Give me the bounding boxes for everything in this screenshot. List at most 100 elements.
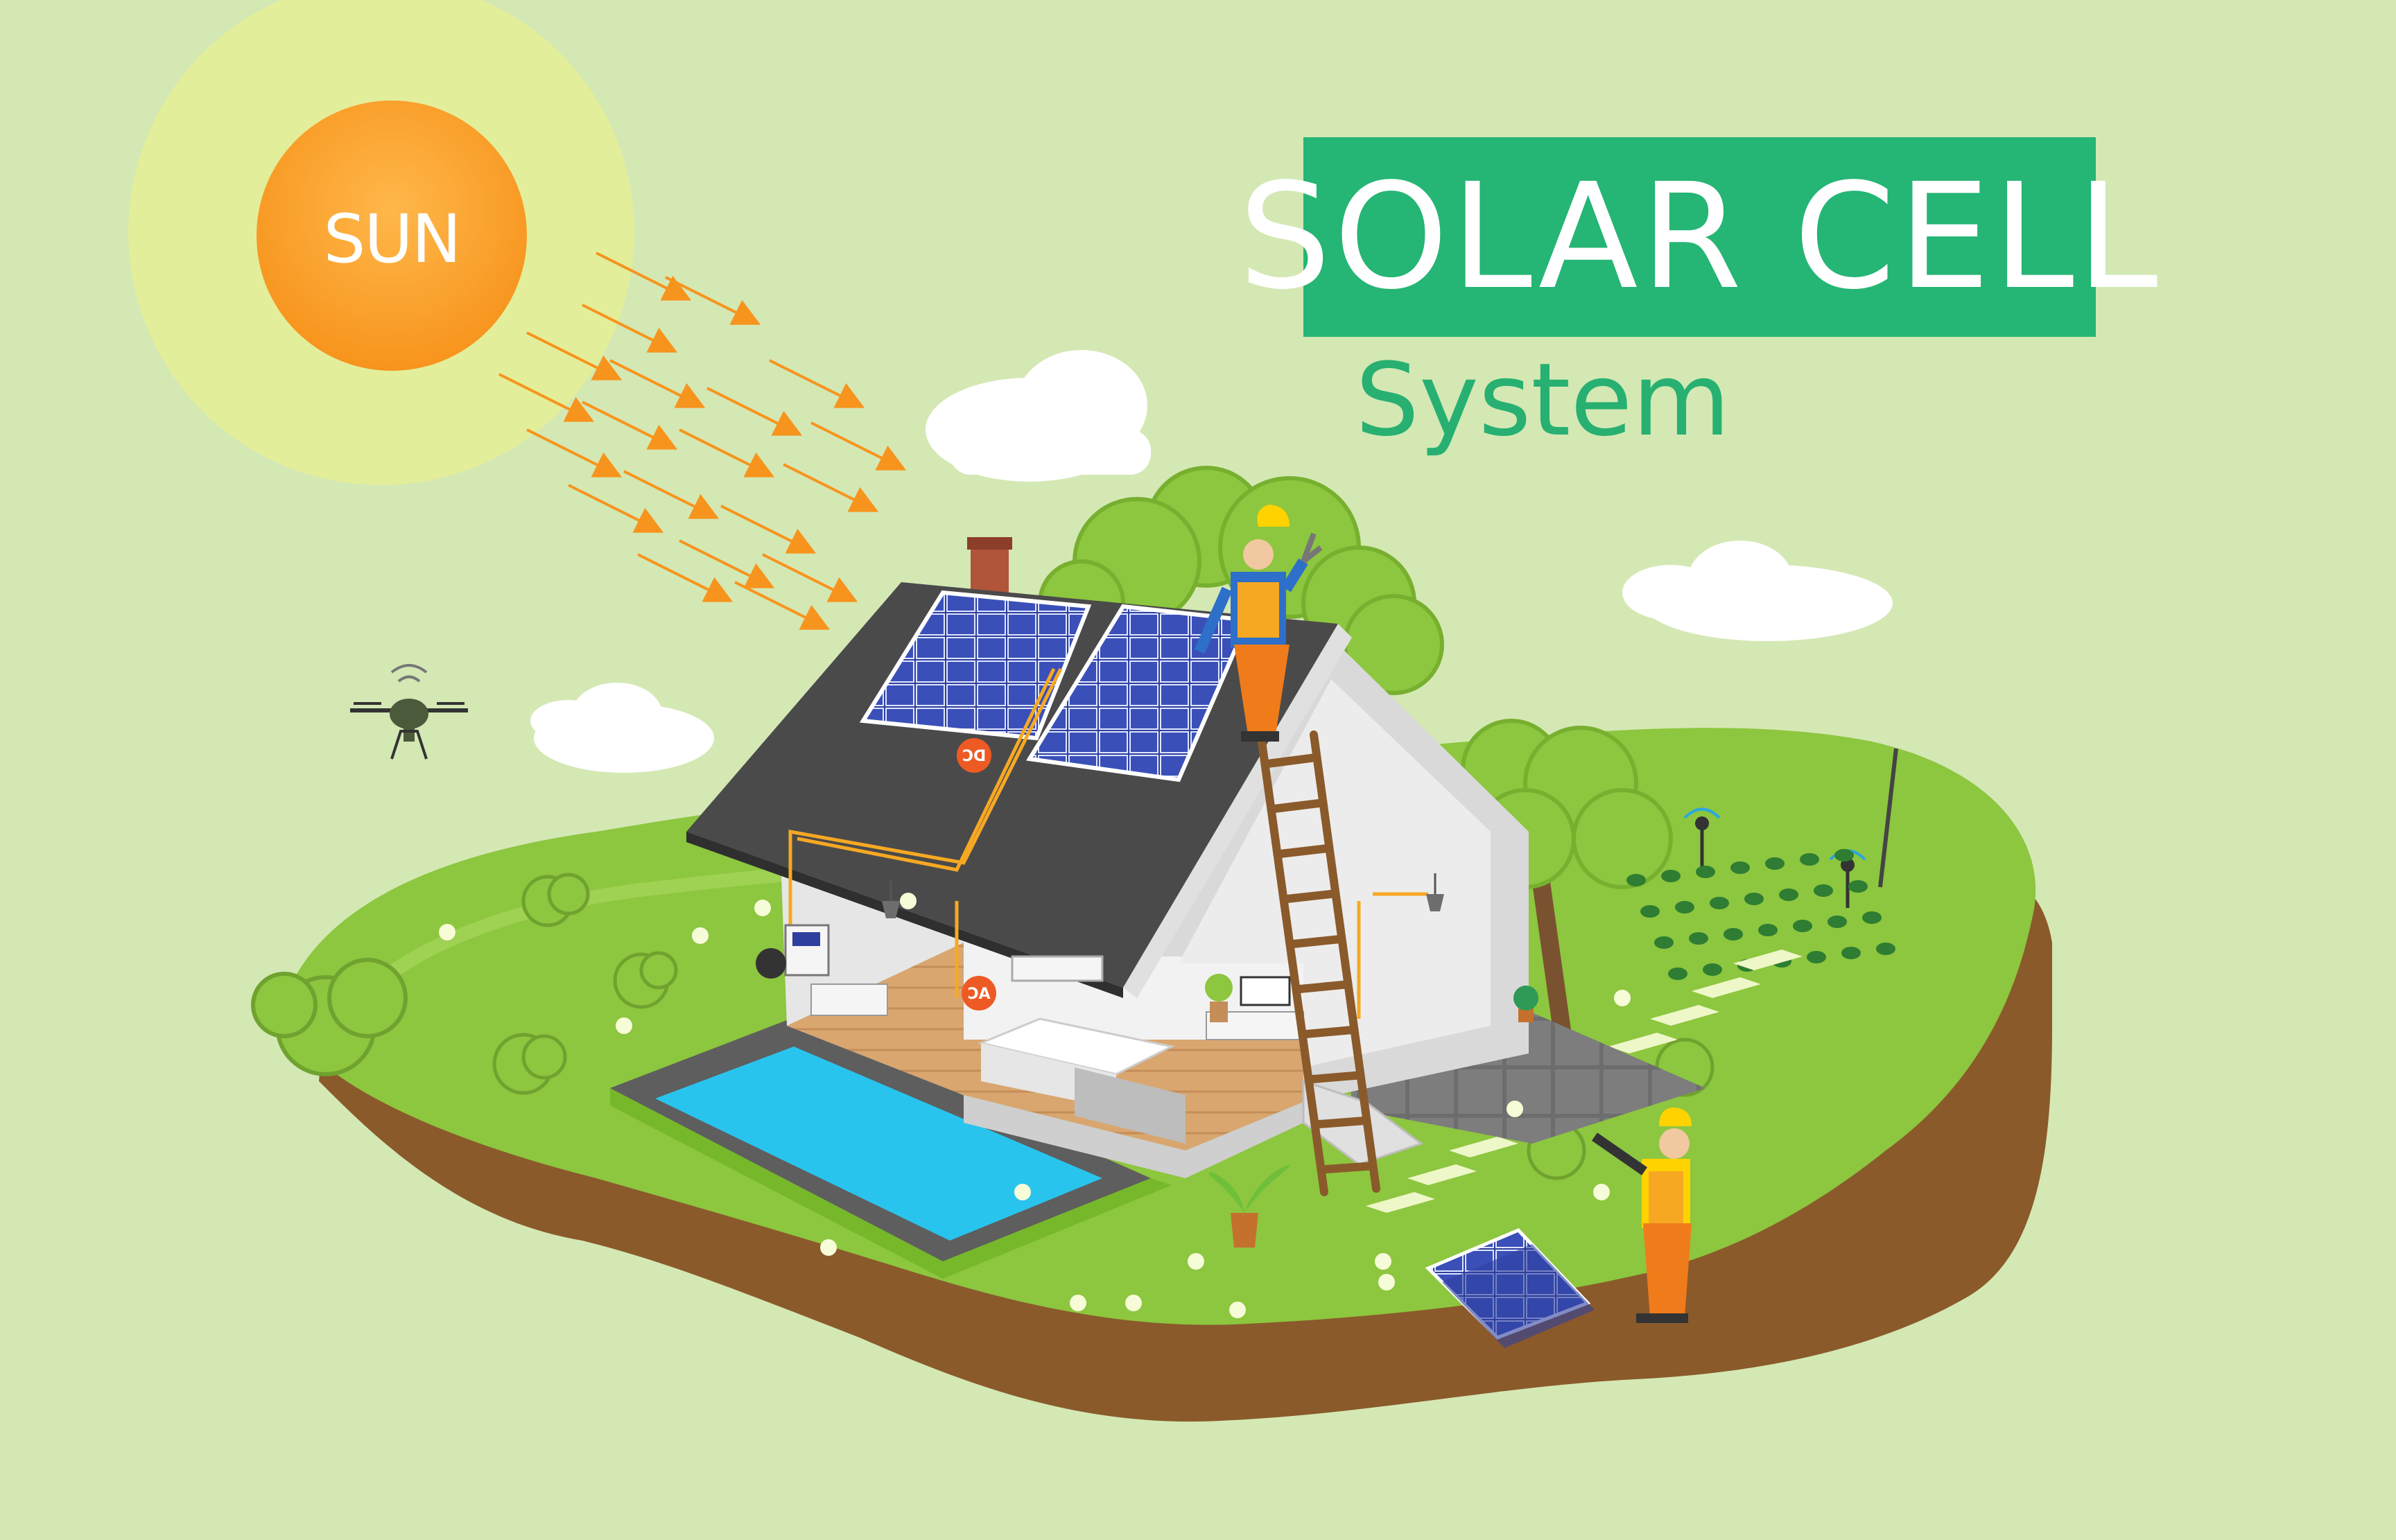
- flower-dot: [1070, 1295, 1086, 1311]
- cloud-right: [1622, 541, 1893, 641]
- outdoor-plant-small: [1513, 986, 1538, 1022]
- ray-arrow: [734, 581, 831, 630]
- crop-plant: [1862, 911, 1882, 924]
- crop-plant: [1661, 870, 1681, 882]
- ladder-rung: [1260, 753, 1321, 769]
- dc-wiring: [788, 667, 1063, 936]
- crop-plant: [1668, 968, 1687, 980]
- bush-left-3: [492, 1033, 567, 1095]
- crop-plant: [1758, 924, 1778, 936]
- ray-arrow: [498, 373, 595, 422]
- ray-arrow: [769, 359, 865, 408]
- ladder-rung: [1273, 843, 1334, 859]
- crop-plant: [1703, 963, 1722, 976]
- ground-solar-panels: [1425, 1228, 1595, 1348]
- ac-badge: [962, 976, 996, 1010]
- bush-left-big: [251, 958, 408, 1076]
- chimney: [971, 544, 1009, 593]
- stepping-stones: [1366, 950, 1803, 1213]
- bush-left-2: [613, 951, 678, 1009]
- crop-plant: [1793, 920, 1812, 932]
- ray-arrow: [582, 304, 678, 353]
- crop-plant: [1807, 951, 1826, 963]
- wall-meter: [756, 948, 786, 979]
- crop-plant: [1640, 905, 1660, 918]
- crop-plant: [1724, 928, 1743, 940]
- flower-dot: [754, 900, 771, 916]
- flower-dot: [1614, 990, 1631, 1006]
- ray-arrow: [526, 428, 623, 478]
- ladder-rung: [1285, 934, 1346, 949]
- ray-arrow: [720, 505, 817, 554]
- house-foundation: [964, 1095, 1303, 1178]
- title: SOLAR CELL: [1238, 152, 2161, 322]
- crop-plant: [1744, 893, 1764, 905]
- flower-dot: [1125, 1295, 1142, 1311]
- flower-dot: [1378, 1274, 1395, 1290]
- sun-label: SUN: [323, 200, 461, 278]
- ladder-rung: [1304, 1071, 1365, 1084]
- crop-plant: [1841, 947, 1861, 959]
- flower-dot: [1014, 1184, 1031, 1200]
- garden-pole: [1878, 748, 1898, 888]
- worker-on-roof: [1194, 505, 1323, 742]
- ray-arrow: [762, 553, 858, 602]
- crop-plant: [1876, 943, 1895, 955]
- flower-dot: [1375, 1253, 1391, 1270]
- cloud-left: [530, 683, 714, 773]
- ceiling-lamp-left: [882, 880, 900, 918]
- crop-plant: [1626, 874, 1646, 886]
- ray-arrow: [568, 484, 664, 533]
- ray-arrow: [665, 276, 761, 325]
- ray-arrow: [637, 553, 733, 602]
- ladder-rung: [1267, 798, 1328, 814]
- crop-plant: [1689, 932, 1708, 945]
- swimming-pool: [610, 1019, 1172, 1279]
- crop-plant: [1834, 849, 1854, 861]
- cloud-top: [926, 350, 1151, 482]
- flower-dot: [1593, 1184, 1610, 1200]
- ladder-rung: [1292, 980, 1353, 994]
- stepping-stone: [1733, 950, 1803, 970]
- sun-rays: [498, 252, 907, 630]
- drone: [350, 664, 468, 760]
- crop-plant: [1730, 861, 1750, 874]
- stepping-stone: [1449, 1137, 1518, 1157]
- flower-dot: [1229, 1302, 1246, 1318]
- flower-dot: [1188, 1253, 1204, 1270]
- ray-arrow: [810, 421, 907, 471]
- flower-dot: [1507, 1101, 1523, 1117]
- ray-arrow: [526, 331, 623, 380]
- worker-on-ground: [1592, 1108, 1692, 1323]
- ladder-rung: [1279, 889, 1340, 904]
- sun: [128, 0, 634, 485]
- crop-plant: [1779, 889, 1798, 901]
- solar-panel-left: [859, 590, 1092, 741]
- crop-plant: [1675, 901, 1694, 913]
- ladder-rung: [1298, 1025, 1359, 1039]
- crop-plant: [1696, 866, 1715, 878]
- air-conditioner: [1011, 955, 1104, 982]
- ladder-rung: [1310, 1116, 1371, 1129]
- vegetable-garden: [1626, 849, 1895, 980]
- ray-arrow: [706, 387, 803, 436]
- ray-arrow: [596, 252, 692, 301]
- flower-dot: [692, 927, 709, 944]
- stepping-stone: [1608, 1033, 1678, 1053]
- ray-arrow: [679, 428, 775, 478]
- ray-arrow: [623, 470, 720, 519]
- crop-plant: [1814, 884, 1833, 897]
- ladder: [1258, 730, 1380, 1196]
- ray-arrow: [609, 359, 706, 408]
- flower-dot: [820, 1239, 837, 1256]
- ray-arrow: [783, 463, 879, 512]
- sofa: [1075, 1067, 1186, 1144]
- inverter-box: [784, 924, 830, 977]
- stepping-stone: [1407, 1164, 1477, 1185]
- dc-badge: [957, 738, 991, 773]
- flower-dot: [900, 893, 917, 909]
- crop-plant: [1800, 853, 1819, 866]
- ceiling-lamp-right: [1426, 873, 1444, 911]
